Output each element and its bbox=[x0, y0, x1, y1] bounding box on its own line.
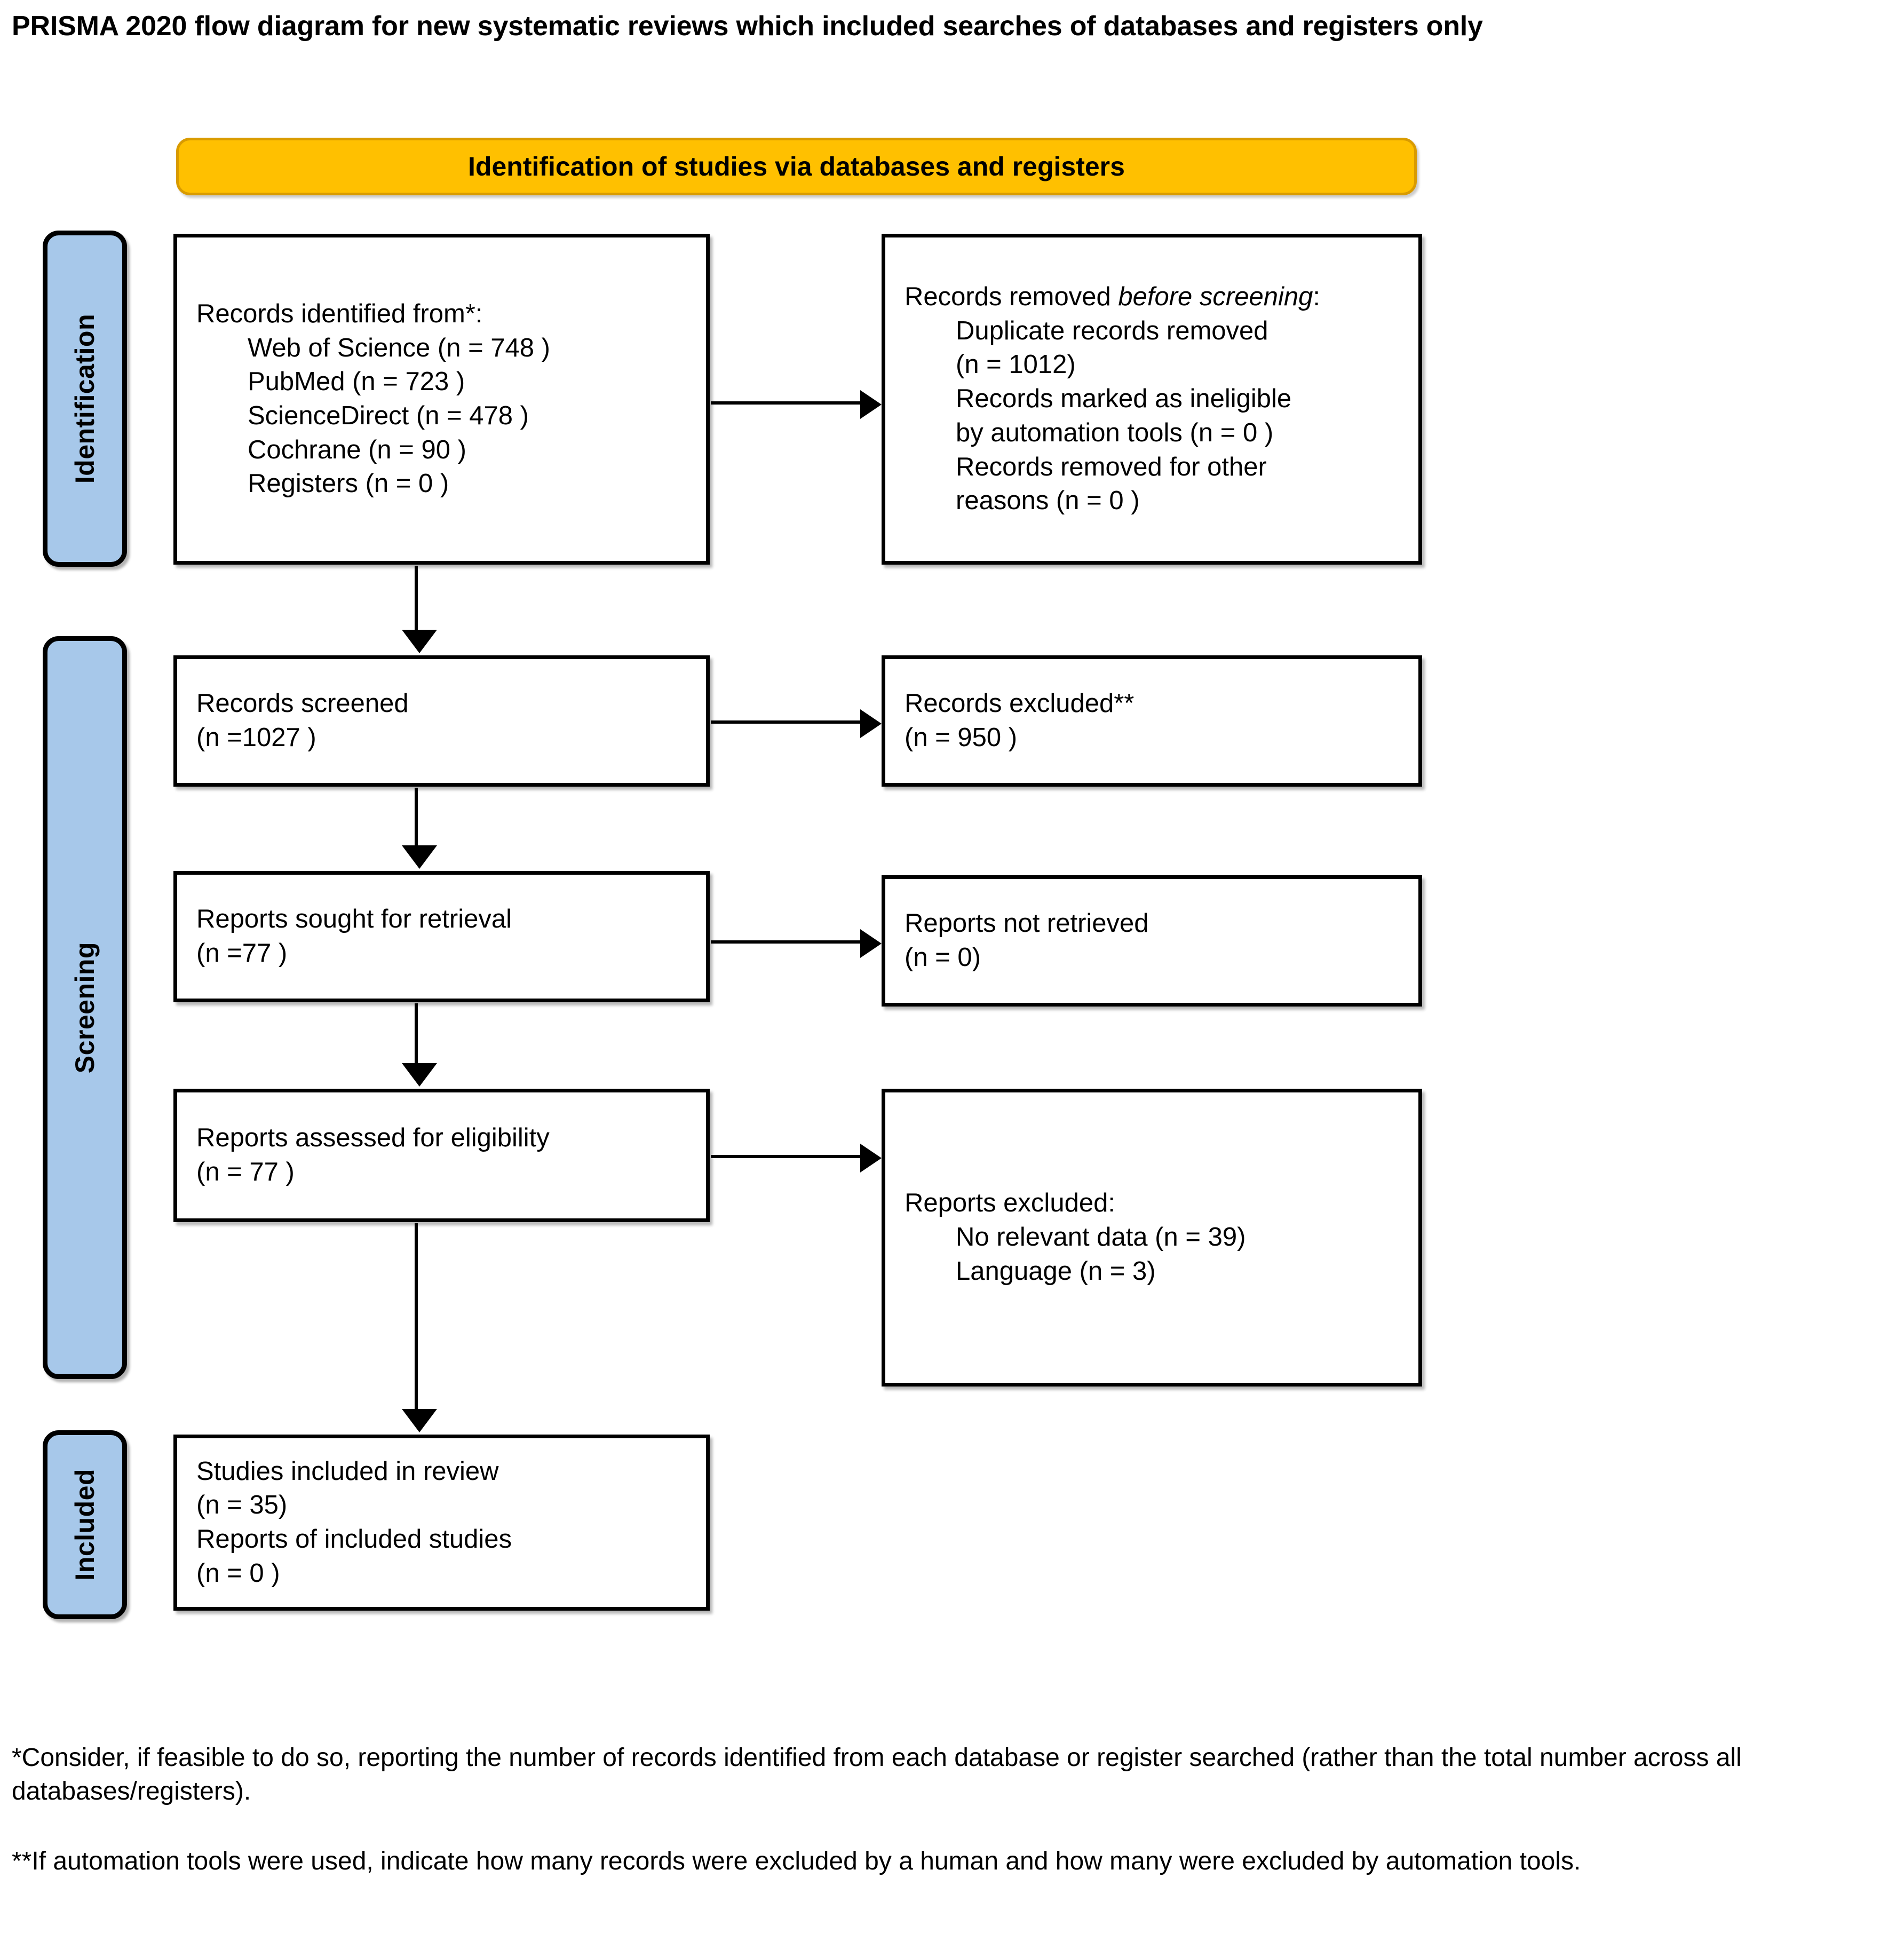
box-records-screened: Records screened (n =1027 ) bbox=[173, 655, 710, 787]
phase-tab-screening: Screening bbox=[43, 636, 127, 1379]
records-screened-count: (n =1027 ) bbox=[196, 723, 316, 752]
reports-excluded-heading: Reports excluded: bbox=[905, 1189, 1115, 1218]
box-reports-assessed-for-eligibility: Reports assessed for eligibility (n = 77… bbox=[173, 1089, 710, 1222]
stage-header-label: Identification of studies via databases … bbox=[468, 152, 1125, 181]
stage-header-identification: Identification of studies via databases … bbox=[176, 138, 1417, 195]
records-removed-heading-plain: Records removed bbox=[905, 282, 1118, 312]
page-title: PRISMA 2020 flow diagram for new systema… bbox=[12, 11, 1483, 42]
records-identified-source: Cochrane (n = 90 ) bbox=[248, 435, 466, 464]
phase-tab-included: Included bbox=[43, 1430, 127, 1619]
arrow-sought-to-not-retrieved-icon bbox=[711, 929, 882, 958]
arrow-assessed-to-reports-excluded-icon bbox=[711, 1144, 882, 1173]
phase-tab-screening-label: Screening bbox=[70, 941, 100, 1074]
reports-not-retrieved-label: Reports not retrieved bbox=[905, 909, 1149, 938]
reports-assessed-count: (n = 77 ) bbox=[196, 1158, 295, 1186]
records-removed-heading: Records removed before screening: bbox=[905, 280, 1399, 314]
reports-sought-count: (n =77 ) bbox=[196, 939, 288, 968]
studies-included-count: (n = 35) bbox=[196, 1491, 288, 1520]
box-reports-not-retrieved: Reports not retrieved (n = 0) bbox=[882, 875, 1422, 1007]
arrow-sought-to-assessed-icon bbox=[402, 1003, 437, 1087]
box-reports-sought-for-retrieval: Reports sought for retrieval (n =77 ) bbox=[173, 871, 710, 1002]
reports-sought-label: Reports sought for retrieval bbox=[196, 905, 512, 934]
arrow-screened-to-excluded-icon bbox=[711, 709, 882, 738]
records-excluded-count: (n = 950 ) bbox=[905, 723, 1018, 752]
box-studies-included-in-review: Studies included in review (n = 35) Repo… bbox=[173, 1435, 710, 1611]
reports-not-retrieved-count: (n = 0) bbox=[905, 943, 981, 972]
reports-assessed-label: Reports assessed for eligibility bbox=[196, 1123, 550, 1153]
studies-included-label: Studies included in review bbox=[196, 1456, 499, 1486]
records-removed-heading-tail: : bbox=[1313, 282, 1320, 312]
box-reports-excluded: Reports excluded: No relevant data (n = … bbox=[882, 1089, 1422, 1387]
records-identified-source: ScienceDirect (n = 478 ) bbox=[248, 401, 529, 430]
reports-of-included-studies-count: (n = 0 ) bbox=[196, 1558, 280, 1588]
box-records-identified: Records identified from*: Web of Science… bbox=[173, 234, 710, 565]
box-records-removed-before-screening: Records removed before screening: Duplic… bbox=[882, 234, 1422, 565]
arrow-identified-to-removed-icon bbox=[711, 390, 882, 419]
records-removed-item: Duplicate records removed bbox=[956, 316, 1268, 345]
records-removed-item: Records removed for other bbox=[956, 452, 1267, 481]
records-removed-item: by automation tools (n = 0 ) bbox=[956, 418, 1274, 447]
records-removed-item: reasons (n = 0 ) bbox=[956, 486, 1140, 516]
reports-excluded-reason: No relevant data (n = 39) bbox=[956, 1223, 1246, 1252]
records-removed-item: Records marked as ineligible bbox=[956, 384, 1292, 414]
arrow-assessed-to-included-icon bbox=[402, 1223, 437, 1432]
phase-tab-identification: Identification bbox=[43, 231, 127, 567]
box-records-excluded: Records excluded** (n = 950 ) bbox=[882, 655, 1422, 787]
records-identified-source: Registers (n = 0 ) bbox=[248, 469, 449, 498]
records-identified-heading: Records identified from*: bbox=[196, 299, 483, 328]
footnote-single-asterisk: *Consider, if feasible to do so, reporti… bbox=[12, 1744, 1742, 1806]
reports-excluded-reason: Language (n = 3) bbox=[956, 1256, 1156, 1286]
records-identified-source: Web of Science (n = 748 ) bbox=[248, 333, 550, 362]
phase-tab-identification-label: Identification bbox=[70, 313, 100, 484]
reports-of-included-studies-label: Reports of included studies bbox=[196, 1525, 512, 1554]
records-removed-heading-italic: before screening bbox=[1118, 282, 1313, 312]
records-identified-source: PubMed (n = 723 ) bbox=[248, 367, 465, 397]
arrow-screened-to-sought-icon bbox=[402, 788, 437, 869]
records-removed-item: (n = 1012) bbox=[956, 350, 1076, 379]
footnote-double-asterisk: **If automation tools were used, indicat… bbox=[12, 1847, 1581, 1875]
records-excluded-label: Records excluded** bbox=[905, 689, 1135, 718]
phase-tab-included-label: Included bbox=[70, 1469, 100, 1581]
arrow-identified-to-screened-icon bbox=[402, 566, 437, 653]
records-screened-label: Records screened bbox=[196, 689, 409, 718]
